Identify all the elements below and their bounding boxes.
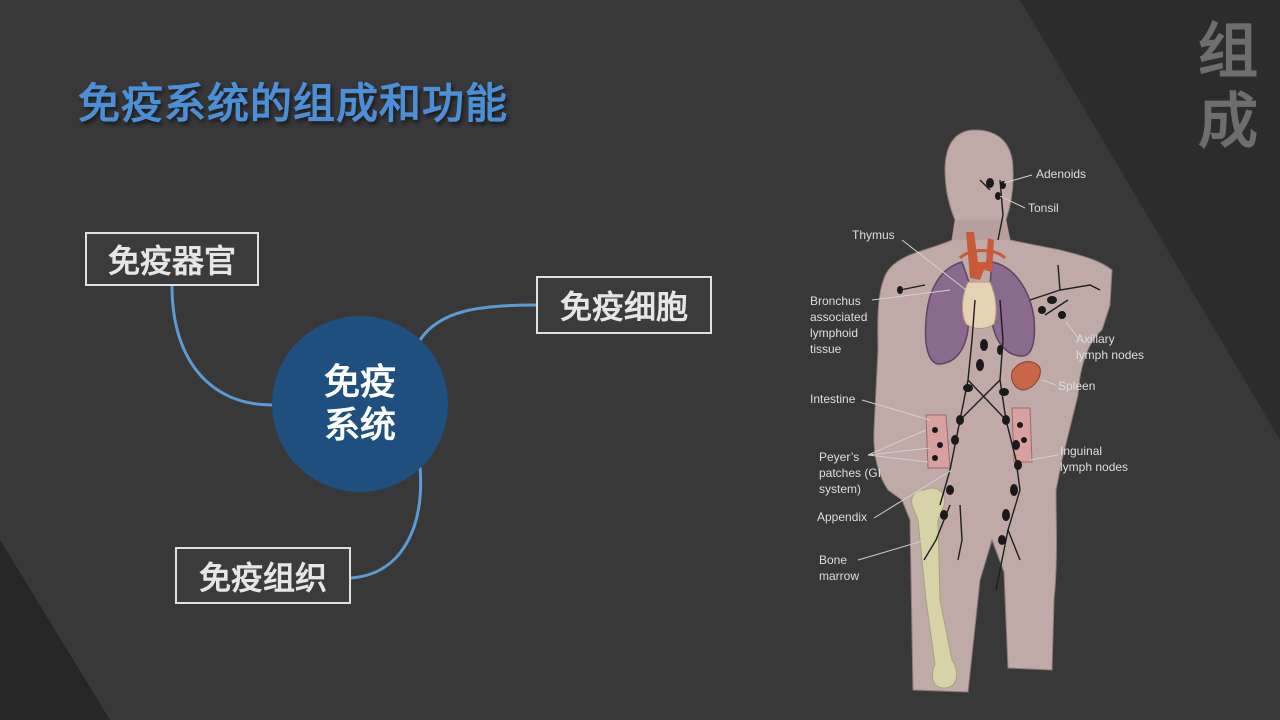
label-bronchus-3: lymphoid xyxy=(810,326,858,340)
node-immune-cells: 免疫细胞 xyxy=(536,276,712,334)
body-silhouette xyxy=(873,129,1113,693)
connector-organs xyxy=(170,285,273,407)
pointer-lines xyxy=(857,174,1079,561)
label-inguinal-1: Inguinal xyxy=(1060,444,1102,458)
center-node-line-1: 免疫 xyxy=(323,361,396,403)
connector-cells xyxy=(418,303,538,341)
lymphatic-system-diagram: Adenoids Tonsil Thymus Bronchus associat… xyxy=(810,129,1144,693)
label-bone-2: marrow xyxy=(819,569,859,583)
label-tonsil: Tonsil xyxy=(1028,201,1059,215)
label-peyers-1: Peyer’s xyxy=(819,450,859,464)
label-spleen: Spleen xyxy=(1058,379,1095,393)
node-immune-tissue: 免疫组织 xyxy=(175,547,351,604)
right-lung xyxy=(989,261,1036,357)
label-peyers-2: patches (GI xyxy=(819,466,881,480)
lymph-vessels xyxy=(899,179,1101,591)
label-bronchus-2: associated xyxy=(810,310,867,324)
label-peyers-3: system) xyxy=(819,482,861,496)
label-inguinal-2: lymph nodes xyxy=(1060,460,1128,474)
left-lung xyxy=(924,261,971,365)
label-axillary-2: lymph nodes xyxy=(1076,348,1144,362)
node-immune-organs: 免疫器官 xyxy=(85,232,259,286)
connector-tissue xyxy=(349,465,423,580)
label-axillary-1: Axillary xyxy=(1076,332,1115,346)
center-node-immune-system: 免疫 系统 xyxy=(272,316,448,492)
femur-bone xyxy=(911,487,958,689)
label-adenoids: Adenoids xyxy=(1036,167,1086,181)
spleen xyxy=(1011,361,1041,391)
center-node-line-2: 系统 xyxy=(323,405,396,446)
label-bronchus-4: tissue xyxy=(810,342,842,356)
side-label-char-1: 组 xyxy=(1198,17,1258,87)
intestine-left xyxy=(925,414,951,469)
label-bone-1: Bone xyxy=(819,553,847,567)
label-intestine: Intestine xyxy=(810,392,856,406)
label-bronchus-1: Bronchus xyxy=(810,294,861,308)
lymph-nodes xyxy=(897,178,1066,545)
thymus xyxy=(961,281,997,329)
side-label-char-2: 成 xyxy=(1198,87,1258,157)
page-title: 免疫系统的组成和功能 xyxy=(78,79,509,128)
label-appendix: Appendix xyxy=(817,510,867,524)
label-thymus: Thymus xyxy=(852,228,895,242)
